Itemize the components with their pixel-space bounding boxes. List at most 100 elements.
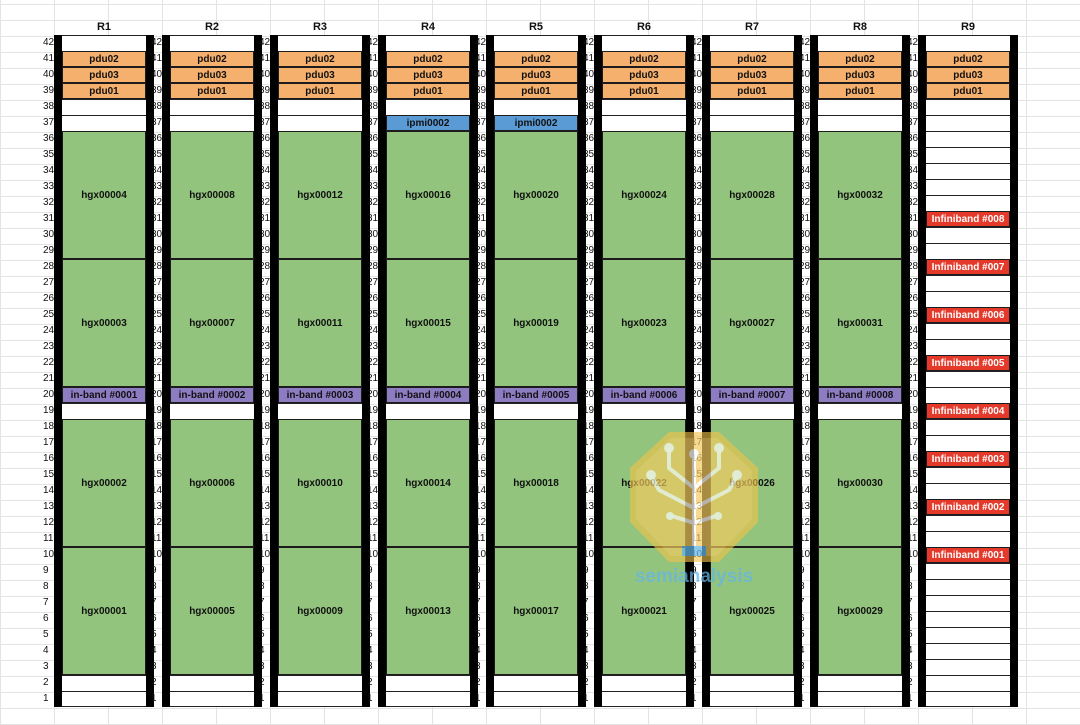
device-hgx[interactable]: hgx00019	[494, 259, 578, 387]
device-ipmi[interactable]: ipmi0002	[494, 115, 578, 131]
device-infiniband[interactable]: Infiniband #001	[926, 547, 1010, 563]
device-infiniband[interactable]: Infiniband #006	[926, 307, 1010, 323]
device-inband[interactable]: in-band #0004	[386, 387, 470, 403]
device-pdu[interactable]: pdu02	[818, 51, 902, 67]
device-hgx[interactable]: hgx00028	[710, 131, 794, 259]
device-hgx[interactable]: hgx00032	[818, 131, 902, 259]
device-pdu[interactable]: pdu02	[494, 51, 578, 67]
device-pdu[interactable]: pdu02	[62, 51, 146, 67]
device-hgx[interactable]: hgx00020	[494, 131, 578, 259]
device-hgx[interactable]: hgx00005	[170, 547, 254, 675]
unit-number: 20	[367, 389, 379, 400]
unit-number: 40	[151, 69, 163, 80]
device-pdu[interactable]: pdu03	[818, 67, 902, 83]
rack-rail-right	[254, 35, 262, 707]
unit-number: 7	[151, 597, 157, 608]
device-pdu[interactable]: pdu01	[386, 83, 470, 99]
device-pdu[interactable]: pdu01	[926, 83, 1010, 99]
device-inband[interactable]: in-band #0005	[494, 387, 578, 403]
device-hgx[interactable]: hgx00008	[170, 131, 254, 259]
device-hgx[interactable]: hgx00011	[278, 259, 362, 387]
device-infiniband[interactable]: Infiniband #008	[926, 211, 1010, 227]
empty-rack-slot	[926, 323, 1010, 339]
unit-number: 29	[151, 245, 163, 256]
device-hgx[interactable]: hgx00027	[710, 259, 794, 387]
device-pdu[interactable]: pdu02	[710, 51, 794, 67]
device-hgx[interactable]: hgx00016	[386, 131, 470, 259]
unit-number: 26	[799, 293, 811, 304]
unit-number: 28	[43, 261, 55, 272]
unit-number: 11	[367, 533, 378, 544]
device-hgx[interactable]: hgx00012	[278, 131, 362, 259]
device-hgx[interactable]: hgx00003	[62, 259, 146, 387]
unit-number: 5	[151, 629, 157, 640]
device-hgx[interactable]: hgx00015	[386, 259, 470, 387]
device-hgx[interactable]: hgx00024	[602, 131, 686, 259]
device-hgx[interactable]: hgx00002	[62, 419, 146, 547]
unit-number: 42	[799, 37, 811, 48]
device-infiniband[interactable]: Infiniband #004	[926, 403, 1010, 419]
device-pdu[interactable]: pdu01	[170, 83, 254, 99]
unit-number: 28	[799, 261, 811, 272]
device-infiniband[interactable]: Infiniband #007	[926, 259, 1010, 275]
device-inband[interactable]: in-band #0003	[278, 387, 362, 403]
device-pdu[interactable]: pdu03	[494, 67, 578, 83]
device-inband[interactable]: in-band #0006	[602, 387, 686, 403]
device-inband[interactable]: in-band #0001	[62, 387, 146, 403]
device-hgx[interactable]: hgx00023	[602, 259, 686, 387]
device-hgx[interactable]: hgx00030	[818, 419, 902, 547]
device-pdu[interactable]: pdu01	[494, 83, 578, 99]
device-inband[interactable]: in-band #0007	[710, 387, 794, 403]
device-pdu[interactable]: pdu01	[710, 83, 794, 99]
device-pdu[interactable]: pdu03	[386, 67, 470, 83]
device-hgx[interactable]: hgx00001	[62, 547, 146, 675]
device-pdu[interactable]: pdu02	[278, 51, 362, 67]
device-pdu[interactable]: pdu01	[602, 83, 686, 99]
device-infiniband[interactable]: Infiniband #005	[926, 355, 1010, 371]
unit-number: 4	[907, 645, 913, 656]
device-hgx[interactable]: hgx00025	[710, 547, 794, 675]
device-pdu[interactable]: pdu03	[62, 67, 146, 83]
device-pdu[interactable]: pdu03	[710, 67, 794, 83]
unit-number: 33	[907, 181, 919, 192]
unit-number: 21	[475, 373, 487, 384]
device-hgx[interactable]: hgx00004	[62, 131, 146, 259]
device-hgx[interactable]: hgx00021	[602, 547, 686, 675]
device-pdu[interactable]: pdu03	[926, 67, 1010, 83]
device-pdu[interactable]: pdu03	[170, 67, 254, 83]
device-hgx[interactable]: hgx00031	[818, 259, 902, 387]
device-pdu[interactable]: pdu02	[170, 51, 254, 67]
device-pdu[interactable]: pdu02	[386, 51, 470, 67]
device-hgx[interactable]: hgx00007	[170, 259, 254, 387]
unit-number: 28	[907, 261, 919, 272]
device-hgx[interactable]: hgx00017	[494, 547, 578, 675]
device-infiniband[interactable]: Infiniband #002	[926, 499, 1010, 515]
device-pdu[interactable]: pdu01	[62, 83, 146, 99]
device-pdu[interactable]: pdu02	[926, 51, 1010, 67]
unit-number: 10	[43, 549, 55, 560]
device-inband[interactable]: in-band #0002	[170, 387, 254, 403]
unit-number: 9	[151, 565, 157, 576]
unit-number: 35	[907, 149, 919, 160]
device-ipmi[interactable]: ipmi0002	[386, 115, 470, 131]
device-pdu[interactable]: pdu01	[818, 83, 902, 99]
device-hgx[interactable]: hgx00026	[710, 419, 794, 547]
device-hgx[interactable]: hgx00029	[818, 547, 902, 675]
device-infiniband[interactable]: Infiniband #003	[926, 451, 1010, 467]
device-inband[interactable]: in-band #0008	[818, 387, 902, 403]
device-hgx[interactable]: hgx00009	[278, 547, 362, 675]
device-hgx[interactable]: hgx00013	[386, 547, 470, 675]
unit-number: 29	[907, 245, 919, 256]
device-pdu[interactable]: pdu01	[278, 83, 362, 99]
empty-rack-slot	[926, 579, 1010, 595]
unit-number: 7	[43, 597, 49, 608]
device-pdu[interactable]: pdu02	[602, 51, 686, 67]
unit-number: 22	[43, 357, 55, 368]
device-pdu[interactable]: pdu03	[278, 67, 362, 83]
device-hgx[interactable]: hgx00022	[602, 419, 686, 547]
device-hgx[interactable]: hgx00018	[494, 419, 578, 547]
device-hgx[interactable]: hgx00014	[386, 419, 470, 547]
device-pdu[interactable]: pdu03	[602, 67, 686, 83]
device-hgx[interactable]: hgx00006	[170, 419, 254, 547]
device-hgx[interactable]: hgx00010	[278, 419, 362, 547]
